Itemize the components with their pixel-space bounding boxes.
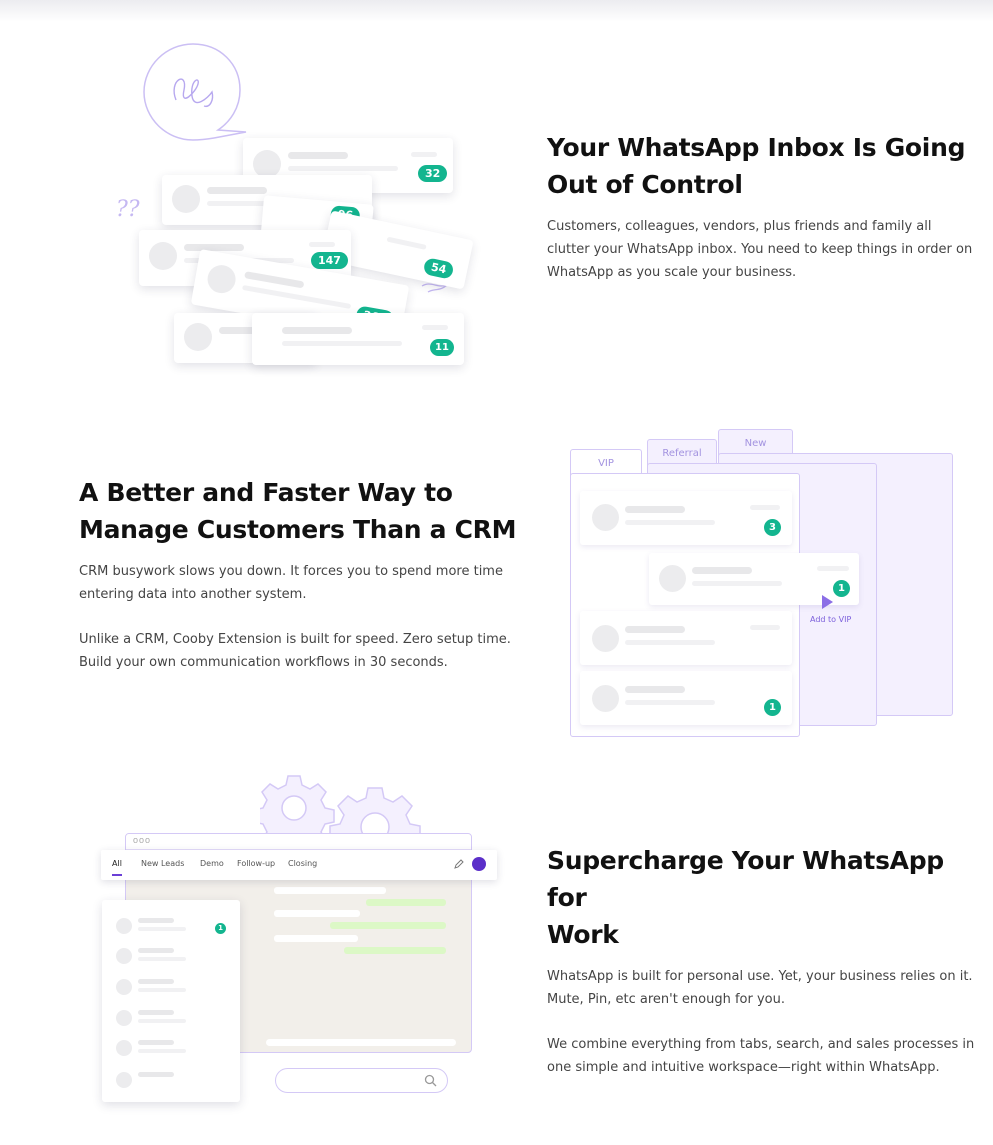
folder-tab-vip: VIP	[570, 449, 642, 477]
inbox-illustration: ?? 32 96 54 147 261	[110, 35, 490, 380]
tab-new-leads[interactable]: New Leads	[141, 859, 185, 868]
search-input[interactable]	[275, 1068, 448, 1093]
chat-row	[580, 611, 792, 665]
question-marks: ??	[116, 197, 140, 222]
section-paragraph: WhatsApp is built for personal use. Yet,…	[547, 969, 973, 1007]
unread-badge: 3	[764, 519, 781, 536]
gear-icon	[260, 775, 421, 842]
unread-badge: 147	[311, 252, 348, 269]
unread-badge: 1	[764, 699, 781, 716]
section-paragraph: CRM busywork slows you down. It forces y…	[79, 564, 503, 602]
tab-follow-up[interactable]: Follow-up	[237, 859, 276, 868]
tab-demo[interactable]: Demo	[200, 859, 224, 868]
chat-card: 11	[252, 313, 464, 365]
workspace-illustration: ooo All New Leads Demo Follow-up Closing…	[95, 770, 505, 1110]
unread-badge: 54	[422, 257, 455, 280]
search-icon	[424, 1074, 437, 1087]
cursor-icon	[822, 595, 833, 609]
tab-closing[interactable]: Closing	[288, 859, 318, 868]
section-paragraph: We combine everything from tabs, search,…	[547, 1037, 975, 1075]
tab-all[interactable]: All	[112, 859, 122, 868]
chat-list-panel: 1	[102, 900, 240, 1102]
tab-all-underline	[112, 874, 122, 876]
speech-bubble-icon	[143, 43, 247, 141]
pencil-icon[interactable]	[454, 859, 464, 869]
tabs-bar: All New Leads Demo Follow-up Closing	[101, 850, 497, 880]
message-input[interactable]	[266, 1039, 456, 1046]
section-paragraph: Unlike a CRM, Cooby Extension is built f…	[79, 632, 511, 670]
window-dots: ooo	[133, 835, 152, 845]
unread-badge: 32	[418, 165, 448, 182]
unread-badge: 11	[430, 339, 454, 356]
add-to-vip-label: Add to VIP	[810, 615, 852, 624]
top-shade	[0, 0, 993, 22]
folders-illustration: New Referral VIP 3 1 Add to VIP 1	[565, 425, 960, 745]
folder-tab-new: New	[718, 429, 793, 457]
folder-tab-referral: Referral	[647, 439, 717, 467]
chat-row: 3	[580, 491, 792, 545]
window-titlebar	[126, 834, 471, 850]
unread-badge: 1	[833, 580, 850, 597]
section-paragraph: Customers, colleagues, vendors, plus fri…	[547, 219, 973, 280]
chat-row: 1	[580, 671, 792, 725]
unread-badge: 1	[215, 923, 226, 934]
compose-icon[interactable]	[472, 857, 486, 871]
